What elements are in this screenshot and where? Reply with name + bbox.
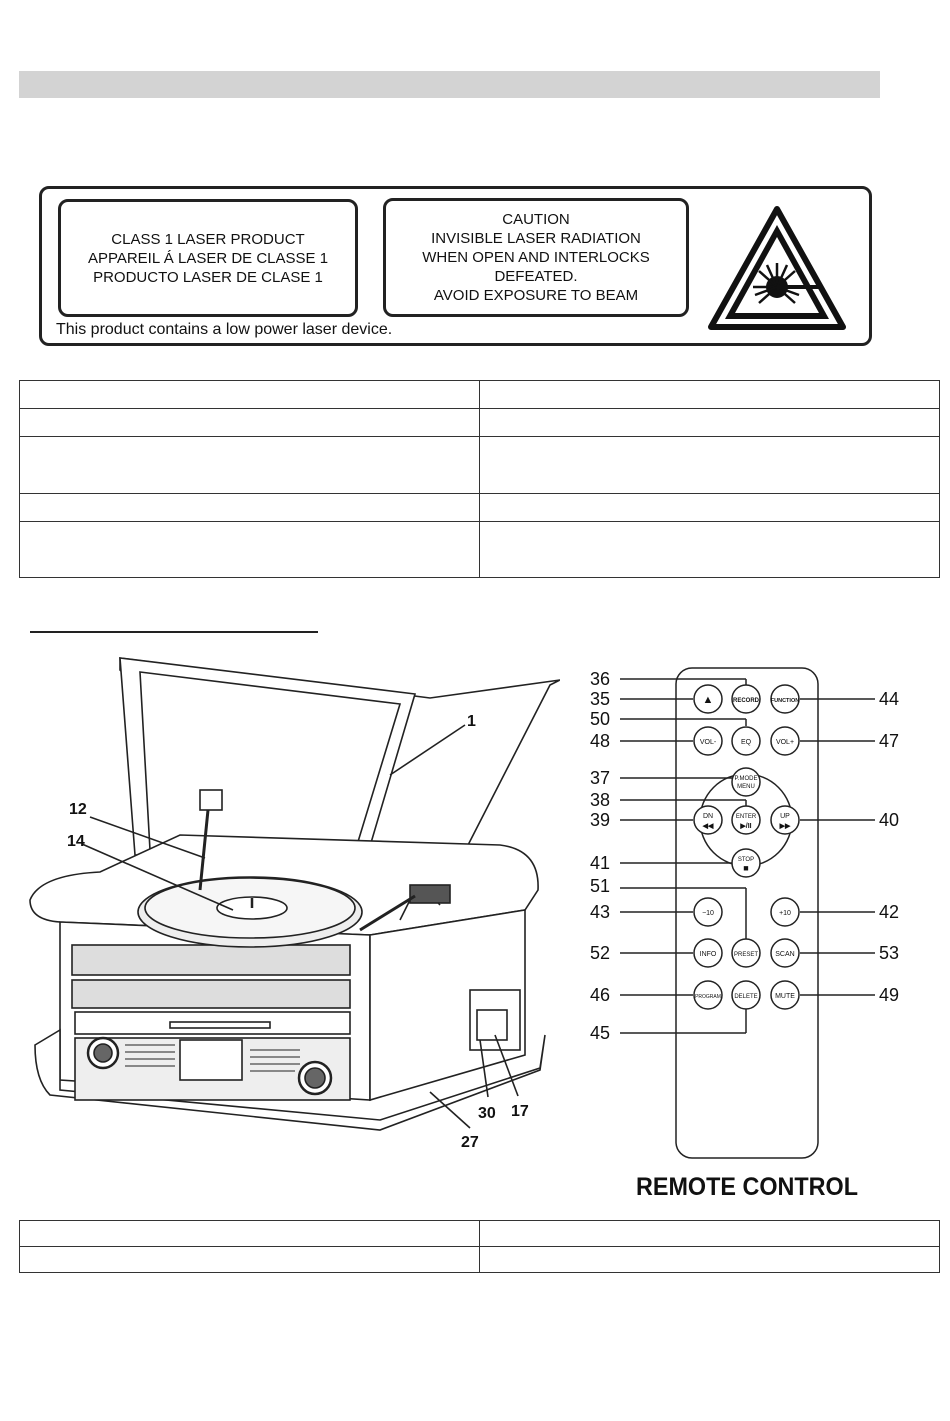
callout-48: 48 [590, 731, 610, 751]
vol-plus-button[interactable]: VOL+ [776, 739, 794, 746]
callout-52: 52 [590, 943, 610, 963]
eject-icon[interactable]: ▲ [703, 694, 714, 706]
table-cell [19, 493, 480, 522]
callout-38: 38 [590, 790, 610, 810]
fast-forward-icon: ▶▶ [779, 823, 791, 830]
table-cell [479, 380, 940, 409]
table-cell [479, 493, 940, 522]
callout-39: 39 [590, 810, 610, 830]
enter-button[interactable]: ENTER [736, 814, 757, 820]
callout-46: 46 [590, 985, 610, 1005]
caution-box: CAUTION INVISIBLE LASER RADIATION WHEN O… [383, 198, 689, 317]
callout-49: 49 [879, 985, 899, 1005]
plus-10-button[interactable]: +10 [779, 910, 791, 917]
preset-button[interactable]: PRESET [734, 952, 758, 958]
remote-control-illustration: ▲ RECORD FUNCTION VOL- EQ VOL+ P.MODE ME… [590, 667, 899, 1201]
table-cell [19, 380, 480, 409]
turntable-unit-illustration: 1 12 14 30 17 27 [29, 657, 560, 1151]
table-cell [479, 1246, 940, 1273]
caution-line: CAUTION [502, 211, 570, 228]
laser-class-line: CLASS 1 LASER PRODUCT [111, 230, 305, 248]
callout-53: 53 [879, 943, 899, 963]
caution-line: AVOID EXPOSURE TO BEAM [433, 287, 639, 304]
callout-30: 30 [478, 1105, 496, 1122]
caution-line: DEFEATED. [494, 268, 578, 285]
callout-12: 12 [69, 801, 87, 818]
play-pause-icon: ▶/II [739, 823, 751, 830]
callout-45: 45 [590, 1023, 610, 1043]
callout-47: 47 [879, 731, 899, 751]
stop-icon: ■ [743, 863, 748, 873]
caution-line: INVISIBLE LASER RADIATION [431, 230, 641, 247]
menu-label: MENU [737, 784, 755, 790]
laser-warning-label: CLASS 1 LASER PRODUCT APPAREIL Á LASER D… [39, 186, 872, 346]
record-button[interactable]: RECORD [733, 698, 760, 704]
table-cell [479, 408, 940, 437]
stop-button[interactable]: STOP [738, 857, 754, 863]
up-button[interactable]: UP [780, 813, 790, 820]
callout-14: 14 [67, 833, 85, 850]
callout-41: 41 [590, 853, 610, 873]
function-button[interactable]: FUNCTION [771, 698, 799, 704]
laser-note: This product contains a low power laser … [56, 321, 393, 338]
callout-17: 17 [511, 1103, 529, 1120]
callout-35: 35 [590, 689, 610, 709]
delete-button[interactable]: DELETE [734, 994, 757, 1000]
callout-51: 51 [590, 876, 610, 896]
eq-button[interactable]: EQ [741, 739, 752, 746]
vol-minus-button[interactable]: VOL- [700, 739, 717, 746]
callout-44: 44 [879, 689, 899, 709]
laser-class-line: PRODUCTO LASER DE CLASE 1 [93, 268, 323, 286]
rewind-icon: ◀◀ [702, 823, 714, 830]
info-button[interactable]: INFO [700, 951, 717, 958]
table-cell [479, 436, 940, 494]
laser-class-box: CLASS 1 LASER PRODUCT APPAREIL Á LASER D… [58, 199, 358, 317]
section-heading-underline [30, 631, 318, 633]
table-cell [19, 408, 480, 437]
header-bar [19, 71, 880, 98]
remote-control-title: REMOTE CONTROL [636, 1173, 858, 1201]
pmode-button[interactable]: P.MODE [735, 776, 758, 782]
caution-line: WHEN OPEN AND INTERLOCKS [422, 249, 650, 266]
minus-10-button[interactable]: −10 [702, 910, 714, 917]
program-button[interactable]: PROGRAM [695, 994, 721, 1000]
laser-hazard-icon [708, 206, 846, 330]
laser-class-line: APPAREIL Á LASER DE CLASSE 1 [87, 249, 329, 267]
callout-50: 50 [590, 709, 610, 729]
mute-button[interactable]: MUTE [775, 993, 795, 1000]
table-cell [479, 521, 940, 578]
callout-42: 42 [879, 902, 899, 922]
table-cell [19, 1220, 480, 1247]
callout-40: 40 [879, 810, 899, 830]
callout-36: 36 [590, 669, 610, 689]
callout-27: 27 [461, 1134, 479, 1151]
callout-1: 1 [467, 713, 476, 730]
callout-43: 43 [590, 902, 610, 922]
spec-table [19, 380, 940, 578]
dn-button[interactable]: DN [703, 813, 713, 820]
scan-button[interactable]: SCAN [775, 951, 794, 958]
bottom-table [19, 1220, 940, 1273]
table-cell [19, 521, 480, 578]
callout-37: 37 [590, 768, 610, 788]
table-cell [479, 1220, 940, 1247]
table-cell [19, 436, 480, 494]
table-cell [19, 1246, 480, 1273]
